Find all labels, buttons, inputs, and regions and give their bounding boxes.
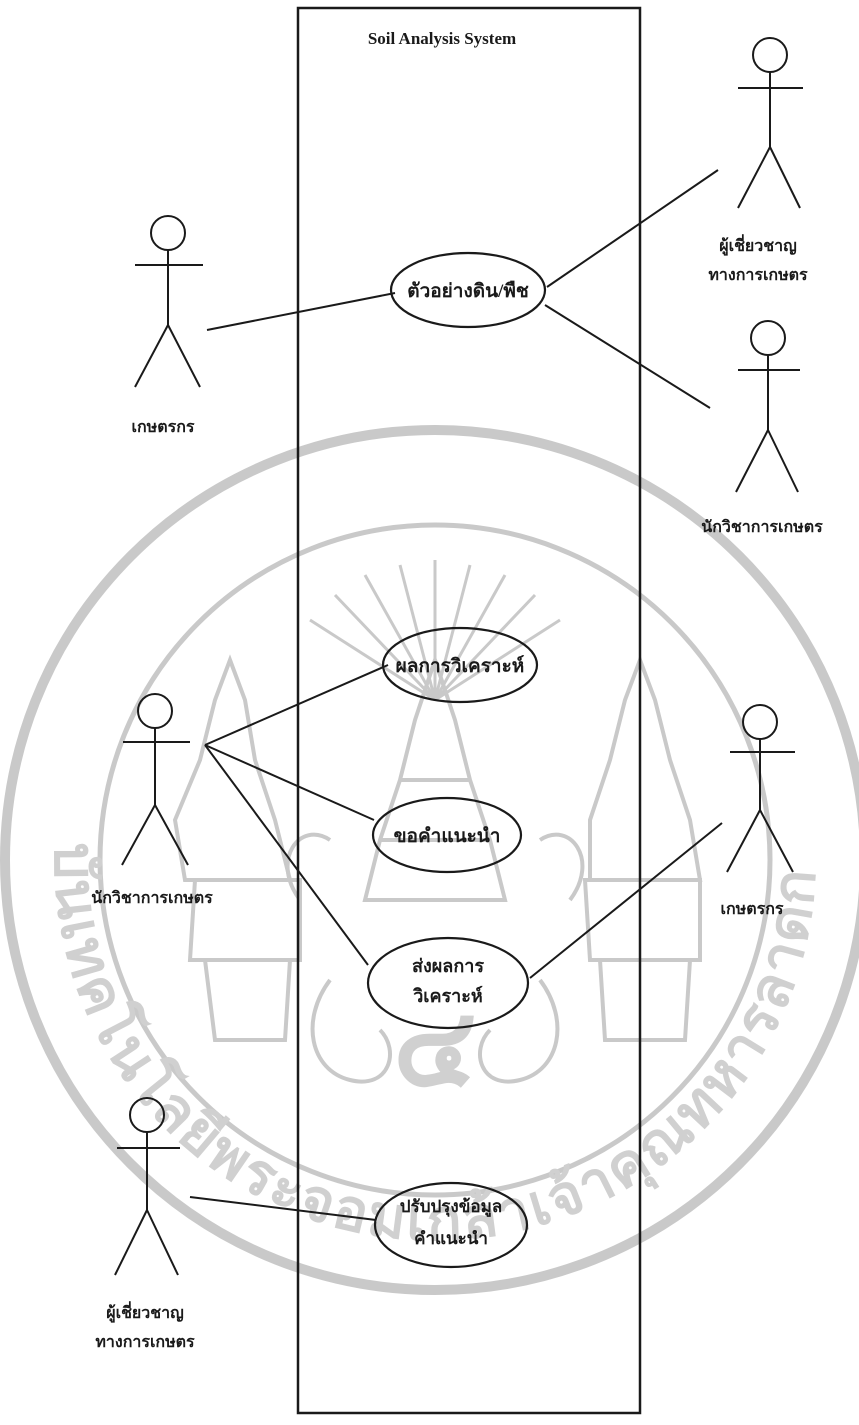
use-case-sample[interactable]: ตัวอย่างดิน/พืช <box>391 253 545 327</box>
actor-academic-left-head <box>138 694 172 728</box>
seal-outer-ring <box>5 430 859 1290</box>
actor-farmer-right-right-leg <box>760 810 793 872</box>
actor-expert-top[interactable] <box>738 38 803 208</box>
seal-right-flourish <box>480 835 582 1082</box>
actor-academic-top-right-leg <box>768 430 798 492</box>
assoc-academic-result <box>205 665 388 745</box>
assoc-academic-advice <box>205 745 374 820</box>
actor-expert-bottom-label-1: ผู้เชี่ยวชาญ <box>106 1301 184 1324</box>
use-case-update-advice-label-2: คำแนะนำ <box>414 1229 488 1248</box>
actor-expert-top-label-2: ทางการเกษตร <box>708 267 808 284</box>
assoc-sample-academic <box>545 305 710 408</box>
use-case-update-advice-label-1: ปรับปรุงข้อมูล <box>400 1197 502 1218</box>
actor-expert-top-label-1: ผู้เชี่ยวชาญ <box>719 234 797 257</box>
actor-farmer-right[interactable] <box>727 705 795 872</box>
actor-farmer-right-left-leg <box>727 810 760 872</box>
actor-farmer-right-head <box>743 705 777 739</box>
seal-left-flourish <box>288 835 390 1082</box>
use-case-send-result-label-1: ส่งผลการ <box>412 956 484 976</box>
use-case-analysis-result[interactable]: ผลการวิเคราะห์ <box>383 628 537 702</box>
actor-farmer-top-left-leg <box>135 325 168 387</box>
actor-farmer-top-right-leg <box>168 325 200 387</box>
use-case-sample-label: ตัวอย่างดิน/พืช <box>407 280 529 302</box>
actor-academic-top-head <box>751 321 785 355</box>
institution-seal-watermark: ๔ สถาบันเทคโนโลยีพระจอมเกล้าเจ้าคุณทหารล… <box>0 0 859 1290</box>
assoc-send-farmer <box>530 823 722 978</box>
use-case-advice[interactable]: ขอคำแนะนำ <box>373 798 521 872</box>
actor-farmer-top[interactable] <box>135 216 203 387</box>
actor-academic-top-label: นักวิชาการเกษตร <box>701 518 823 536</box>
assoc-sample-expert <box>547 170 718 287</box>
seal-right-pagoda <box>585 660 700 1040</box>
actor-farmer-top-label: เกษตรกร <box>132 419 195 436</box>
actor-expert-bottom-right-leg <box>147 1210 178 1275</box>
assoc-farmer-sample <box>207 293 395 330</box>
assoc-academic-send <box>205 745 368 965</box>
actor-farmer-right-label: เกษตรกร <box>721 901 784 918</box>
actor-academic-top[interactable] <box>736 321 800 492</box>
actor-academic-left-label: นักวิชาการเกษตร <box>91 889 213 907</box>
actor-expert-bottom-left-leg <box>115 1210 147 1275</box>
actor-farmer-top-head <box>151 216 185 250</box>
use-case-advice-label: ขอคำแนะนำ <box>394 826 501 847</box>
actor-expert-top-head <box>753 38 787 72</box>
actor-academic-left-left-leg <box>122 805 155 865</box>
actor-academic-top-left-leg <box>736 430 768 492</box>
actor-expert-bottom-label-2: ทางการเกษตร <box>95 1334 195 1351</box>
actor-academic-left-right-leg <box>155 805 188 865</box>
actor-expert-top-left-leg <box>738 147 770 208</box>
use-case-send-result-label-2: วิเคราะห์ <box>412 985 483 1006</box>
actor-expert-top-right-leg <box>770 147 800 208</box>
use-case-analysis-result-label: ผลการวิเคราะห์ <box>396 655 525 677</box>
system-title: Soil Analysis System <box>368 29 516 48</box>
seal-left-pagoda <box>175 660 300 1040</box>
